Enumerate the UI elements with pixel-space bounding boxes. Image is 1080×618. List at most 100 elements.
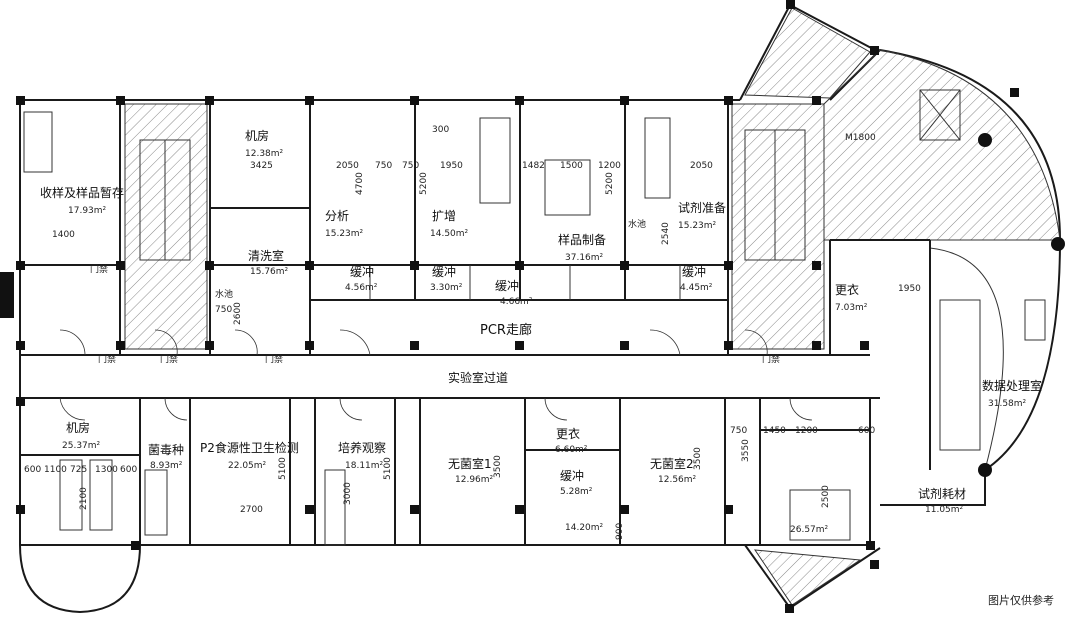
svg-text:750: 750 [215,305,232,315]
room-buffer1-name: 缓冲 [350,264,374,279]
svg-text:1300: 1300 [95,465,118,475]
room-buffer5-name: 缓冲 [560,468,584,483]
room-reagent-name: 试剂准备 [678,200,726,215]
corridor-labels: PCR走廊 实验室过道 [448,322,532,385]
room-buffer1-area: 4.56m² [345,283,378,293]
svg-text:2050: 2050 [336,161,359,171]
room-reagent-area: 15.23m² [678,221,717,231]
svg-text:1100: 1100 [44,465,67,475]
svg-text:2600: 2600 [233,302,243,325]
svg-text:1482: 1482 [522,161,545,171]
svg-text:3550: 3550 [741,439,751,462]
room-change1-area: 7.03m² [835,303,868,313]
room-buffer2-name: 缓冲 [432,264,456,279]
svg-text:900: 900 [615,523,625,540]
footer-note: 图片仅供参考 [988,594,1054,607]
room-data-name: 数据处理室 [982,378,1042,393]
svg-text:2700: 2700 [240,505,263,515]
svg-text:600: 600 [120,465,137,475]
svg-text:725: 725 [70,465,87,475]
svg-text:4700: 4700 [355,172,365,195]
room-change2-area: 6.60m² [555,445,588,455]
door-label-1: 门禁 [90,263,108,275]
svg-text:3500: 3500 [693,447,703,470]
room-sample-prep-name: 样品制备 [558,232,606,247]
door-label-3: 门禁 [160,353,178,365]
room-sterilize-area: 8.93m² [150,461,183,471]
equipment [23,111,1046,546]
svg-text:2100: 2100 [79,487,89,510]
room-amplify-name: 扩增 [432,209,456,223]
room-machine-top-area: 12.38m² [245,149,284,159]
svg-text:750: 750 [402,161,419,171]
svg-text:3500: 3500 [493,455,503,478]
room-p2-name: P2食源性卫生检测 [200,440,299,455]
room-p2-area: 22.05m² [228,461,267,471]
pcr-corridor-label: PCR走廊 [480,322,532,338]
room-26-area: 26.57m² [790,525,829,535]
room-change1-name: 更衣 [835,282,859,297]
svg-text:3000: 3000 [343,482,353,505]
room-labels: 收样及样品暂存 17.93m² 机房 12.38m² 清洗室 15.76m² 分… [40,128,1042,535]
door-label-2: 门禁 [98,353,116,365]
svg-text:750: 750 [730,426,747,436]
svg-text:M1800: M1800 [845,133,876,143]
columns [0,0,1065,613]
room-sterilize-name: 菌毒种 [148,443,184,457]
room-buffer4-name: 缓冲 [682,264,706,279]
svg-text:1500: 1500 [560,161,583,171]
room-amplify-area: 14.50m² [430,229,469,239]
svg-text:600: 600 [24,465,41,475]
svg-text:5100: 5100 [278,457,288,480]
svg-text:5100: 5100 [383,457,393,480]
lab-corridor-label: 实验室过道 [448,370,508,385]
room-analysis-area: 15.23m² [325,229,364,239]
room-buffer3-name: 缓冲 [495,278,519,293]
svg-text:2540: 2540 [661,222,671,245]
svg-text:5200: 5200 [419,172,429,195]
room-consumables-name: 试剂耗材 [918,486,966,501]
room-analysis-name: 分析 [325,209,349,223]
svg-text:1950: 1950 [898,284,921,294]
stairs [139,89,961,261]
room-sample-prep-area: 37.16m² [565,253,604,263]
room-machine-bottom-name: 机房 [66,420,90,435]
room-buffer5-area: 5.28m² [560,487,593,497]
room-sample-name: 收样及样品暂存 [40,185,124,200]
room-clean2-area: 12.56m² [658,475,697,485]
svg-text:1200: 1200 [598,161,621,171]
small-labels: 门禁 门禁 门禁 门禁 门禁 水池 水池 [90,218,780,365]
door-label-5: 门禁 [762,353,780,365]
room-buffer4-area: 4.45m² [680,283,713,293]
svg-text:3425: 3425 [250,161,273,171]
room-culture-area: 18.11m² [345,461,384,471]
svg-text:600: 600 [858,426,875,436]
room-sample-area: 17.93m² [68,206,107,216]
svg-text:5200: 5200 [605,172,615,195]
room-data-area: 31.58m² [988,399,1027,409]
room-clean2-name: 无菌室2 [650,456,694,471]
room-buffer3-area: 4.66m² [500,297,533,307]
svg-text:2050: 2050 [690,161,713,171]
dimension-labels: 3425 2050 750 750 1950 1482 1500 1200 20… [24,125,921,540]
room-machine-bottom-area: 25.37m² [62,441,101,451]
water-label-1: 水池 [215,288,233,300]
svg-text:1450: 1450 [763,426,786,436]
svg-text:300: 300 [432,125,449,135]
room-machine-top-name: 机房 [245,128,269,143]
svg-text:1400: 1400 [52,230,75,240]
room-wash-name: 清洗室 [248,248,284,263]
svg-text:1200: 1200 [795,426,818,436]
svg-text:2500: 2500 [821,485,831,508]
svg-text:750: 750 [375,161,392,171]
room-buffer2-area: 3.30m² [430,283,463,293]
doors [59,329,813,421]
room-clean1-area: 12.96m² [455,475,494,485]
hatched-areas [124,7,1061,606]
room-culture-name: 培养观察 [338,440,386,455]
svg-text:1950: 1950 [440,161,463,171]
room-clean1-name: 无菌室1 [448,456,492,471]
room-wash-area: 15.76m² [250,267,289,277]
door-label-4: 门禁 [265,353,283,365]
